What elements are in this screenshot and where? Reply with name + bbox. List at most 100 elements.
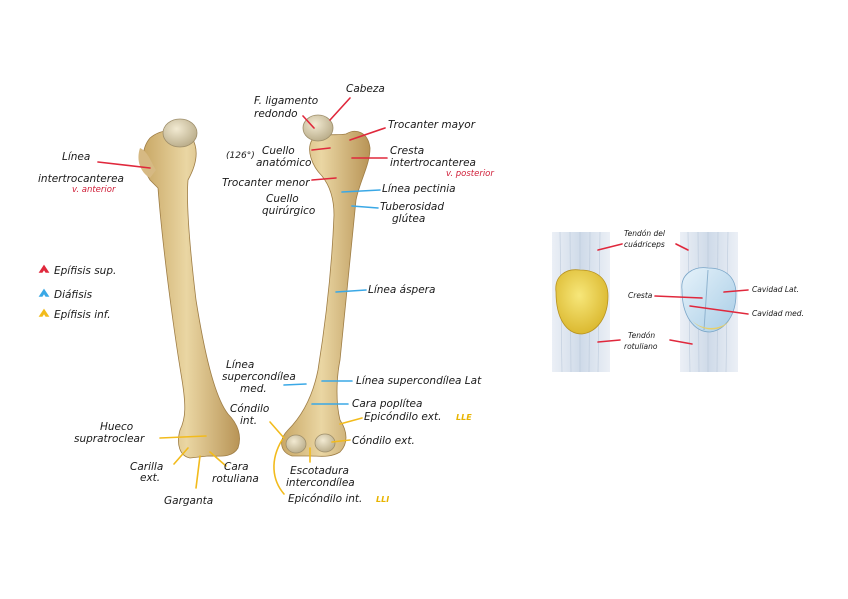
patella-posterior-base [690, 318, 730, 330]
label-trocanter-menor: Trocanter menor [222, 177, 310, 189]
label-lle: LLE [456, 413, 472, 422]
label-cara-poplitea: Cara poplítea [352, 398, 422, 410]
label-garganta: Garganta [164, 495, 213, 507]
label-angle: (126°) [226, 151, 255, 161]
arrow-garganta [195, 455, 201, 489]
arrow-tendon-rot-2 [669, 339, 693, 345]
legend-item-epifisis-sup: Epífisis sup. [38, 264, 116, 277]
label-anatomico: anatómico [256, 157, 311, 169]
legend-label-0: Epífisis sup. [54, 265, 116, 277]
arrow-tendon-del [597, 243, 623, 251]
femur-anterior-bone [142, 130, 240, 459]
arrows-yellow [159, 417, 363, 495]
femur-posterior-condyle-left [285, 434, 307, 454]
label-cuello: Cuello [262, 145, 295, 157]
femur-posterior-condyle-right [314, 433, 336, 453]
label-intertrocanterea2: intertrocanterea [390, 157, 476, 169]
arrow-trocanter-mayor [349, 127, 386, 141]
arrow-hueco [159, 435, 207, 439]
label-epicondilo-ext: Epicóndilo ext. [364, 411, 441, 423]
arrow-linea-aspera [335, 289, 367, 293]
label-cara-2: rotuliana [212, 473, 259, 485]
label-hueco-2: supratroclear [74, 433, 145, 445]
arrow-trocanter-menor [311, 177, 337, 181]
arrow-carilla [173, 447, 189, 465]
arrow-cuello [311, 147, 331, 151]
legend-item-epifisis-inf: Epífisis inf. [38, 308, 111, 321]
label-linea-pectinia: Línea pectinia [382, 183, 456, 195]
label-v-posterior: v. posterior [446, 169, 494, 179]
patella-posterior-bone [681, 267, 737, 333]
arrow-cavidad-med [689, 305, 749, 315]
arrow-cresta-r [654, 295, 703, 299]
label-carilla-1: Carilla [130, 461, 163, 473]
arrow-epicondilo-ext [339, 417, 363, 425]
arrow-tuberosidad [351, 205, 379, 209]
label-condilo-int-1: Cóndilo [230, 403, 269, 415]
label-redondo: redondo [254, 108, 298, 120]
arrows-blue [283, 189, 381, 405]
legend-label-1: Diáfisis [54, 289, 93, 301]
label-tendon-rot-2: rotuliano [624, 342, 658, 351]
label-cavidad-lat: Cavidad Lat. [752, 285, 799, 294]
label-linea-lat: Línea supercondílea Lat [356, 375, 482, 387]
label-lli: LLI [376, 495, 389, 504]
legend-swatch-red [38, 264, 50, 273]
label-condilo-int-2: int. [240, 415, 257, 427]
label-tendon-del: Tendón del [624, 229, 666, 238]
label-linea-med-1: Línea [226, 359, 254, 371]
arrow-linea [97, 161, 151, 169]
label-cabeza: Cabeza [346, 83, 385, 95]
arrow-cabeza [329, 97, 351, 121]
femur-anterior [138, 118, 240, 459]
arrows-red [97, 97, 388, 181]
arrow-linea-pectinia [341, 189, 381, 193]
label-linea-aspera: Línea áspera [368, 284, 435, 296]
label-cuadriceps: cuádriceps [624, 240, 665, 249]
arrow-linea-med [283, 383, 307, 386]
label-trocanter-mayor: Trocanter mayor [388, 119, 476, 131]
arrow-f-ligamento [302, 115, 315, 129]
arrow-condilo-ext [331, 439, 351, 443]
label-v-anterior: v. anterior [72, 185, 116, 195]
patella-posterior-ridge [703, 269, 709, 331]
femur-posterior-bone [281, 131, 371, 457]
labels-left: Línea intertrocanterea v. anterior Hueco… [38, 151, 259, 507]
arrow-tendon-rot [597, 339, 621, 343]
arrow-cara [209, 451, 227, 467]
label-linea-med-2: supercondílea [222, 371, 296, 383]
label-tendon-rot-1: Tendón [628, 331, 655, 340]
label-hueco-1: Hueco [100, 421, 133, 433]
label-carilla-2: ext. [140, 472, 160, 484]
label-f-ligamento: F. ligamento [254, 95, 318, 107]
label-cresta-r: Cresta [628, 291, 653, 300]
label-epicondilo-int: Epicóndilo int. [288, 493, 362, 505]
arrow-epicondilo-int [273, 439, 285, 495]
patella-panel: Tendón del cuádriceps Cresta Cavidad Lat… [552, 229, 804, 373]
legend-label-2: Epífisis inf. [54, 309, 111, 321]
legend-swatch-blue [38, 288, 50, 297]
femur-anterior-trochanter [138, 148, 156, 178]
femur-posterior [281, 114, 371, 457]
label-cara-1: Cara [224, 461, 249, 473]
label-escotadura-1: Escotadura [290, 465, 349, 477]
label-cavidad-med: Cavidad med. [752, 309, 804, 318]
label-condilo-ext: Cóndilo ext. [352, 435, 415, 447]
femur-anterior-head [162, 118, 198, 148]
label-glutea: glútea [392, 213, 425, 225]
femur-posterior-head [302, 114, 334, 142]
label-tuberosidad: Tuberosidad [380, 201, 444, 213]
arrow-tendon-del-2 [675, 243, 689, 251]
label-escotadura-2: intercondílea [286, 477, 355, 489]
legend: Epífisis sup. Diáfisis Epífisis inf. [38, 264, 116, 321]
legend-item-diafisis: Diáfisis [38, 288, 93, 301]
label-linea: Línea [62, 151, 90, 163]
arrow-condilo-int [269, 421, 285, 439]
label-quirurgico: quirúrgico [262, 205, 315, 217]
legend-swatch-yellow [38, 308, 50, 317]
arrow-cavidad-lat [723, 289, 749, 293]
patella-anterior-bone [555, 269, 609, 335]
label-cresta: Cresta [390, 145, 424, 157]
